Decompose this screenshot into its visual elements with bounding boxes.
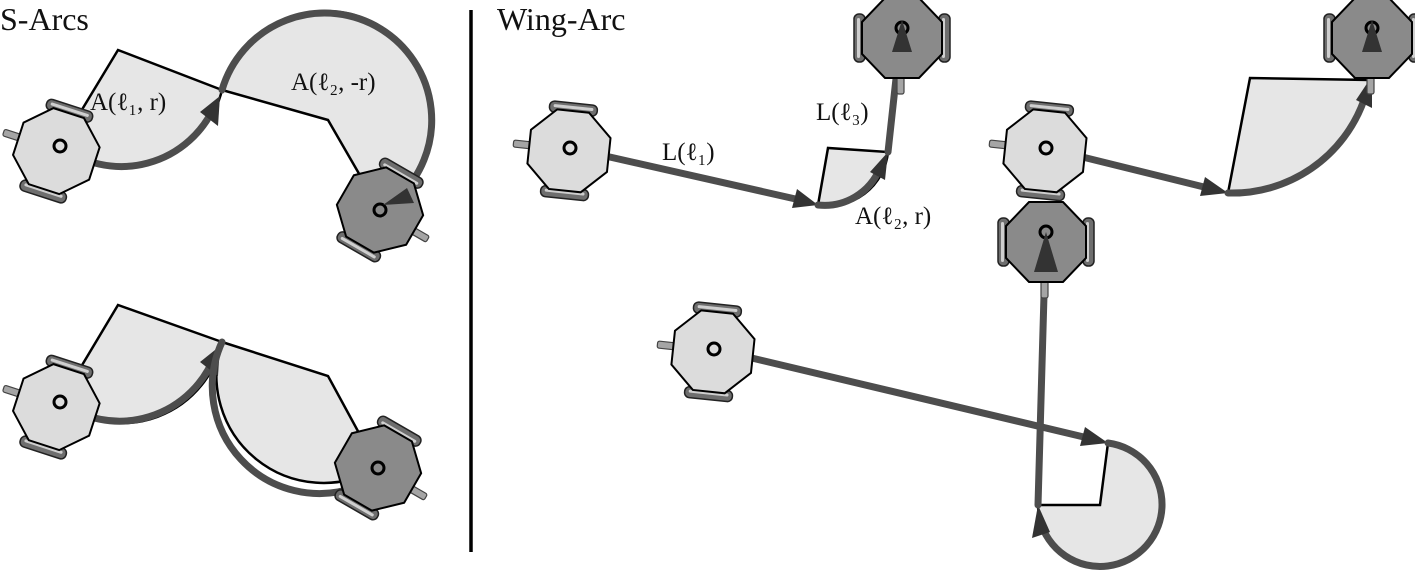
wing-arc-top-right <box>983 0 1415 204</box>
wing3-goal-arrowhead <box>1034 232 1058 272</box>
wing1-arc-arrowhead <box>870 152 888 180</box>
label-line1: L(ℓ₁) <box>662 139 715 166</box>
wing3-arc-arrowhead <box>1032 505 1050 538</box>
wing1-arc <box>814 164 884 209</box>
wing-arc-bottom <box>651 201 1166 570</box>
arc2-path-bottom <box>208 338 360 497</box>
robot-start-wing3 <box>651 297 759 405</box>
robot-center-s-top-goal <box>372 202 388 218</box>
wing3-line1-arrowhead <box>1080 427 1108 446</box>
robot-goal-s-top <box>320 147 454 281</box>
title-wing-arc: Wing-Arc <box>497 1 625 37</box>
s-arcs-bottom <box>0 303 452 539</box>
arc2-path-top <box>218 9 436 202</box>
wing-arc-labeled: L(ℓ₁) L(ℓ₃) A(ℓ₂, r) <box>507 0 951 230</box>
s-arcs-top: A(ℓ₁, r) A(ℓ₂, -r) <box>0 9 454 281</box>
label-arc-wing: A(ℓ₂, r) <box>855 203 931 230</box>
title-s-arcs: S-Arcs <box>0 1 89 37</box>
wing1-goal-arrowhead <box>892 20 912 52</box>
wing3-line3 <box>1034 256 1049 509</box>
wing2-line1-arrowhead <box>1200 177 1228 196</box>
goal-arrowhead-s-top <box>383 188 414 205</box>
wing3-line1 <box>710 345 1092 442</box>
robot-center-s-top-start <box>52 138 68 154</box>
robot-center-s-bottom-goal <box>370 460 386 476</box>
robot-center-wing1-start <box>562 140 578 156</box>
label-arc2: A(ℓ₂, -r) <box>291 69 376 96</box>
wing3-arc <box>1036 439 1166 570</box>
wing2-goal-arrowhead <box>1362 20 1382 52</box>
label-line3: L(ℓ₃) <box>816 99 869 126</box>
robot-start-wing2 <box>983 96 1091 204</box>
robot-center-wing2-start <box>1038 140 1054 156</box>
robot-center-s-bottom-start <box>52 394 68 410</box>
label-arc1: A(ℓ₁, r) <box>90 89 166 116</box>
wing1-line1-arrowhead <box>792 189 818 208</box>
arc1-arrowhead-top <box>200 96 220 126</box>
wing2-arc <box>1224 96 1368 197</box>
robot-center-wing3-start <box>706 341 722 357</box>
robot-start-wing1 <box>507 96 615 204</box>
